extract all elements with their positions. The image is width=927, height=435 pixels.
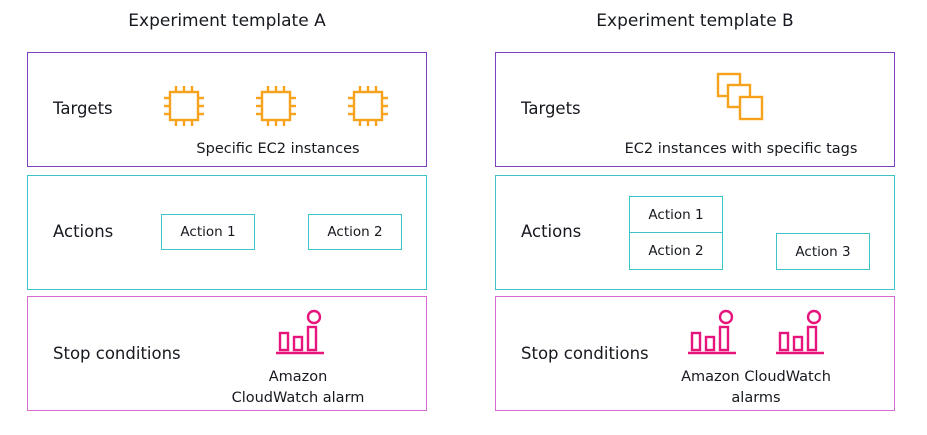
ec2-chip-icon bbox=[164, 86, 204, 126]
template-a-targets-panel: Targets Specific EC2 instances bbox=[27, 52, 427, 167]
template-b-targets-panel: Targets EC2 instances with specific tags bbox=[495, 52, 895, 167]
template-a-stop-panel: Stop conditions Amazon CloudWatch alarm bbox=[27, 296, 427, 411]
ec2-chip-icon bbox=[256, 86, 296, 126]
template-a-targets-caption: Specific EC2 instances bbox=[196, 141, 360, 157]
template-b-stop-caption-line-1: Amazon CloudWatch bbox=[681, 369, 831, 385]
template-a-action-1: Action 1 bbox=[161, 214, 255, 250]
template-a-title: Experiment template A bbox=[128, 11, 326, 31]
template-b-actions-panel: Actions Action 1 Action 2 Action 3 bbox=[495, 175, 895, 290]
template-b-stop-label: Stop conditions bbox=[521, 344, 649, 363]
template-b-stop-panel: Stop conditions Amazon CloudWatch alarms bbox=[495, 296, 895, 411]
template-a-stop-caption: Amazon CloudWatch alarm bbox=[198, 367, 398, 409]
template-b-actions-label: Actions bbox=[521, 222, 582, 241]
template-a-actions-panel: Actions Action 1 Action 2 bbox=[27, 175, 427, 290]
cloudwatch-alarm-icon bbox=[688, 309, 736, 355]
cloudwatch-alarm-icon bbox=[776, 309, 824, 355]
template-a-actions-label: Actions bbox=[53, 222, 114, 241]
template-a-stop-caption-line-2: CloudWatch alarm bbox=[231, 390, 365, 406]
template-b-action-1: Action 1 bbox=[629, 196, 723, 233]
template-b-title: Experiment template B bbox=[596, 11, 794, 31]
ec2-chip-icon bbox=[348, 86, 388, 126]
template-a-stop-caption-line-1: Amazon bbox=[268, 369, 328, 385]
ec2-tagged-instances-icon bbox=[716, 72, 764, 121]
template-a-stop-label: Stop conditions bbox=[53, 344, 181, 363]
template-b-stop-caption: Amazon CloudWatch alarms bbox=[636, 367, 876, 409]
template-b-action-3: Action 3 bbox=[776, 233, 870, 270]
template-b-action-2: Action 2 bbox=[629, 232, 723, 270]
template-a-action-2: Action 2 bbox=[308, 214, 402, 250]
template-a-targets-label: Targets bbox=[53, 99, 113, 118]
template-b-targets-caption: EC2 instances with specific tags bbox=[624, 141, 858, 157]
template-b-stop-caption-line-2: alarms bbox=[731, 390, 781, 406]
cloudwatch-alarm-icon bbox=[276, 309, 324, 355]
template-b-targets-label: Targets bbox=[521, 99, 581, 118]
